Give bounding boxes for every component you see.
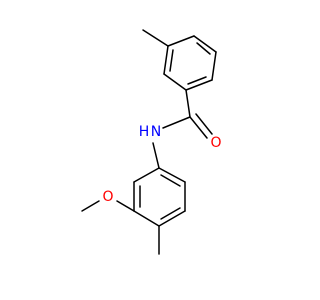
bond-ring1-a bbox=[167, 35, 195, 47]
hydrogen-atom-label: H bbox=[139, 124, 150, 140]
bond-ring1-double-3 bbox=[169, 49, 174, 72]
bond-top-methyl bbox=[142, 29, 169, 47]
bond-ether-o-to-methyl bbox=[81, 200, 100, 212]
bond-ring2-double-2 bbox=[160, 207, 181, 220]
bond-ring1-f bbox=[163, 45, 169, 75]
bond-n-to-ring bbox=[152, 142, 160, 169]
bond-ring1-double-2 bbox=[187, 76, 207, 85]
top-benzene-ring bbox=[163, 35, 217, 91]
bond-ring1-e bbox=[163, 73, 187, 91]
bottom-benzene-ring bbox=[133, 167, 186, 227]
bond-ring1-d bbox=[185, 79, 213, 91]
bond-ring2-double-1 bbox=[160, 174, 181, 187]
molecule-structure: N H O O bbox=[81, 29, 222, 255]
carbonyl-oxygen-atom-label: O bbox=[210, 135, 221, 151]
bond-ring2-f bbox=[133, 167, 160, 183]
bond-ring-to-ether-o bbox=[116, 200, 135, 212]
bond-ring1-c bbox=[211, 51, 217, 81]
bond-ring1-double-1 bbox=[196, 42, 211, 55]
nitrogen-atom-label: N bbox=[151, 124, 161, 140]
bond-ring2-c bbox=[158, 210, 186, 227]
ether-oxygen-atom-label: O bbox=[102, 189, 113, 205]
bond-ring2-d bbox=[133, 210, 160, 227]
bond-carbonyl-to-n bbox=[162, 116, 191, 129]
bond-ring2-a bbox=[158, 167, 186, 183]
bond-carbonyl-double-a bbox=[189, 116, 208, 139]
bond-ring1-b bbox=[193, 35, 217, 53]
bond-carbonyl-double-b bbox=[195, 113, 213, 135]
bond-ring-to-carbonyl bbox=[185, 89, 191, 118]
